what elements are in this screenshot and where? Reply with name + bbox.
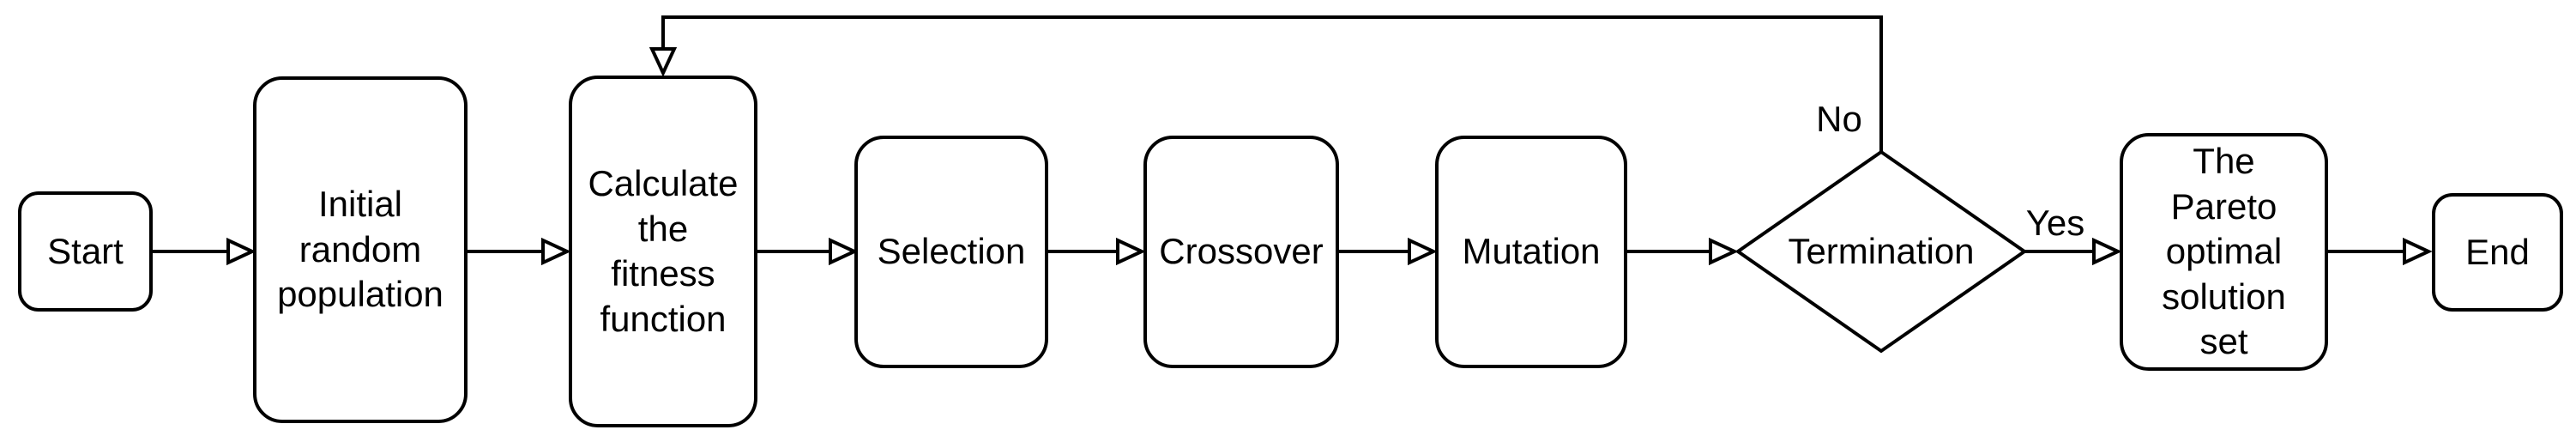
edge-label-yes: Yes [2025,203,2085,243]
edge-pareto-to-end [2328,237,2433,266]
right-arrowhead-icon [829,237,859,266]
edge-label-no: No [1816,99,1862,139]
node-initial-random-population: Initial random population [253,76,468,423]
node-initial-random-population-label: Initial random population [277,184,443,315]
right-arrowhead-icon [1709,237,1739,266]
node-crossover: Crossover [1143,136,1339,368]
edge-calculate-to-selection [757,237,859,266]
right-arrowhead-icon [2092,237,2122,266]
node-termination-label: Termination [1788,231,1975,271]
edge-termination-no-loop [649,15,1883,154]
node-start: Start [18,191,153,312]
down-arrowhead-icon [649,47,678,77]
edge-selection-to-crossover [1048,237,1146,266]
node-termination-shape [1734,149,2028,354]
node-end-label: End [2465,231,2530,272]
node-pareto-optimal-solution-set-label: The Pareto optimal solution set [2162,141,2286,362]
node-calculate-fitness-function: Calculate the fitness function [569,76,757,427]
right-arrowhead-icon [541,237,571,266]
edge-initial-to-calculate [468,237,571,266]
node-mutation-label: Mutation [1462,231,1601,272]
right-arrowhead-icon [1408,237,1438,266]
node-start-label: Start [47,230,124,271]
node-crossover-label: Crossover [1159,231,1324,272]
node-calculate-fitness-function-label: Calculate the fitness function [588,163,739,339]
right-arrowhead-icon [2403,237,2433,266]
right-arrowhead-icon [226,237,256,266]
node-pareto-optimal-solution-set: The Pareto optimal solution set [2120,133,2328,371]
edge-termination-yes-to-pareto [2024,237,2122,266]
edge-crossover-to-mutation [1339,237,1438,266]
node-end: End [2432,193,2563,312]
node-selection: Selection [854,136,1048,368]
node-mutation: Mutation [1435,136,1627,368]
node-selection-label: Selection [877,231,1026,272]
edge-mutation-to-termination [1627,237,1739,266]
edge-start-to-initial [153,237,256,266]
right-arrowhead-icon [1116,237,1146,266]
